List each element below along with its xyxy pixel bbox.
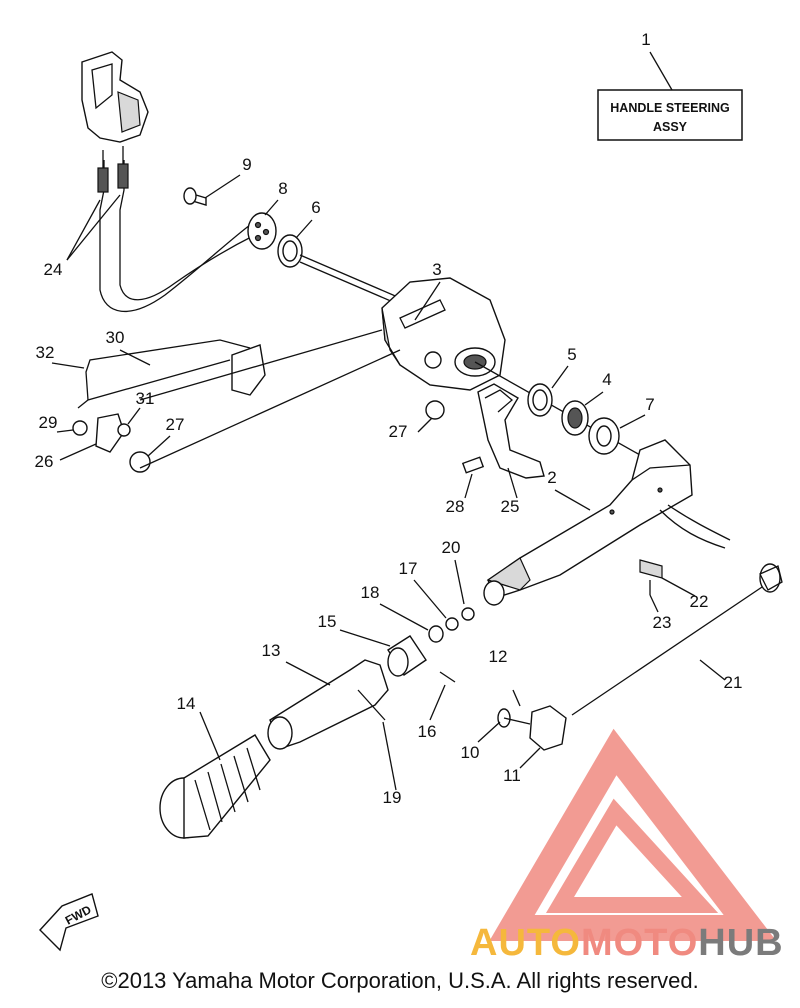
callout-c30: 30	[106, 328, 125, 347]
steering-washers	[474, 361, 641, 456]
callout-c25: 25	[501, 497, 520, 516]
callout-c17: 17	[399, 559, 418, 578]
throttle-link-rod	[72, 329, 445, 473]
throttle-stopper	[497, 689, 567, 751]
watermark-moto: MOTO	[581, 922, 698, 964]
callout-c9: 9	[242, 155, 251, 174]
callout-c11: 11	[503, 766, 521, 785]
watermark-text: AUTOMOTOHUB	[470, 922, 784, 964]
callout-c1: 1	[641, 30, 650, 49]
callout-c3: 3	[432, 260, 441, 279]
callout-c29: 29	[39, 413, 58, 432]
callout-c4: 4	[602, 370, 611, 389]
callout-c26: 26	[35, 452, 54, 471]
upper-shaft-parts	[183, 187, 401, 306]
callout-leaders	[51, 174, 726, 791]
callout-c24: 24	[44, 260, 63, 279]
callout-c20: 20	[442, 538, 461, 557]
throttle-shaft	[571, 563, 783, 716]
callout-c27a: 27	[166, 415, 185, 434]
callout-c23: 23	[653, 613, 672, 632]
callout-c19: 19	[383, 788, 402, 807]
friction-lever	[461, 383, 545, 479]
grip-assembly	[159, 607, 475, 839]
callout-c22: 22	[690, 592, 709, 611]
pivot-bracket	[381, 277, 506, 391]
callout-c14: 14	[177, 694, 196, 713]
callout-c6: 6	[311, 198, 320, 217]
watermark-logo: AUTOMOTOHUB	[470, 728, 784, 964]
title-box-line2: ASSY	[653, 120, 688, 134]
callout-numbers: 1234567891011121314151617181920212223242…	[35, 30, 743, 807]
callout-c18: 18	[361, 583, 380, 602]
callout-c31: 31	[136, 389, 155, 408]
callout-c10: 10	[461, 743, 480, 762]
callout-c8: 8	[278, 179, 287, 198]
callout-c21: 21	[724, 673, 743, 692]
callout-c16: 16	[418, 722, 437, 741]
watermark-auto: AUTO	[470, 922, 581, 964]
steering-handle-arm	[483, 439, 731, 606]
title-box-line1: HANDLE STEERING	[610, 101, 729, 115]
callout-c5: 5	[567, 345, 576, 364]
callout-c32: 32	[36, 343, 55, 362]
callout-c2: 2	[547, 468, 556, 487]
cable-bracket	[81, 51, 149, 143]
fwd-arrow-icon: FWD	[39, 893, 99, 952]
callout-c27b: 27	[389, 422, 408, 441]
copyright-notice: ©2013 Yamaha Motor Corporation, U.S.A. A…	[101, 968, 699, 993]
title-box: HANDLE STEERING ASSY	[597, 51, 743, 141]
callout-c13: 13	[262, 641, 281, 660]
callout-c12: 12	[489, 647, 508, 666]
throttle-cables	[97, 146, 256, 312]
watermark-triangle	[489, 728, 777, 941]
callout-c15: 15	[318, 612, 337, 631]
callout-c7: 7	[645, 395, 654, 414]
callout-c28: 28	[446, 497, 465, 516]
watermark-hub: HUB	[698, 922, 783, 964]
